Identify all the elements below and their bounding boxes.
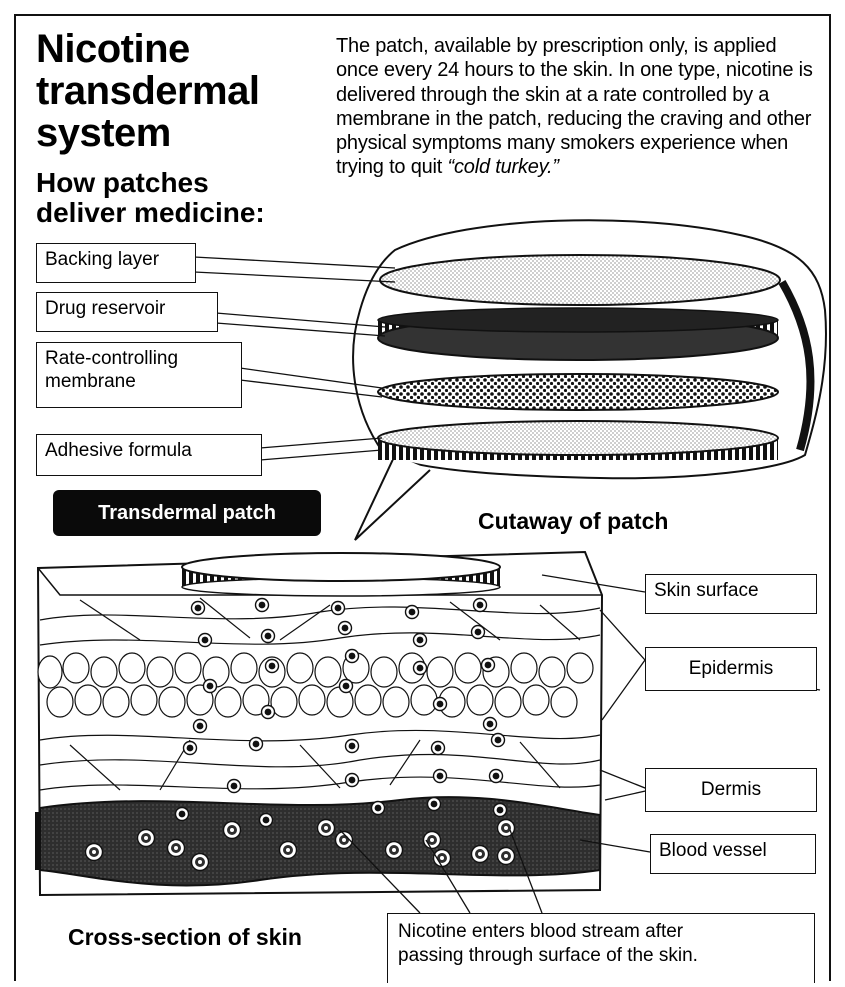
label-rate-controlling-membrane: Rate-controlling membrane bbox=[36, 342, 242, 408]
patch-on-skin bbox=[182, 553, 500, 596]
label-blood-vessel: Blood vessel bbox=[650, 834, 816, 874]
patch-layer-backing bbox=[380, 255, 780, 305]
label-epidermis: Epidermis bbox=[645, 647, 817, 691]
patch-layer-membrane bbox=[378, 374, 778, 410]
note-nicotine-enters: Nicotine enters blood stream after passi… bbox=[387, 913, 815, 983]
skin-block bbox=[38, 552, 602, 895]
label-membrane-line1: Rate-controlling bbox=[45, 347, 233, 370]
note-line1: Nicotine enters blood stream after bbox=[398, 920, 804, 944]
label-drug-reservoir: Drug reservoir bbox=[36, 292, 218, 332]
label-membrane-line2: membrane bbox=[45, 370, 233, 393]
heading-cutaway: Cutaway of patch bbox=[478, 508, 668, 535]
label-dermis: Dermis bbox=[645, 768, 817, 812]
callout-transdermal-patch: Transdermal patch bbox=[53, 490, 321, 536]
label-backing-layer: Backing layer bbox=[36, 243, 196, 283]
note-line2: passing through surface of the skin. bbox=[398, 944, 804, 968]
blood-vessel bbox=[38, 797, 600, 885]
label-adhesive-formula: Adhesive formula bbox=[36, 434, 262, 476]
heading-cross-section: Cross-section of skin bbox=[68, 924, 302, 951]
patch-layer-reservoir bbox=[378, 308, 778, 360]
patch-layer-adhesive bbox=[378, 421, 778, 460]
label-skin-surface: Skin surface bbox=[645, 574, 817, 614]
